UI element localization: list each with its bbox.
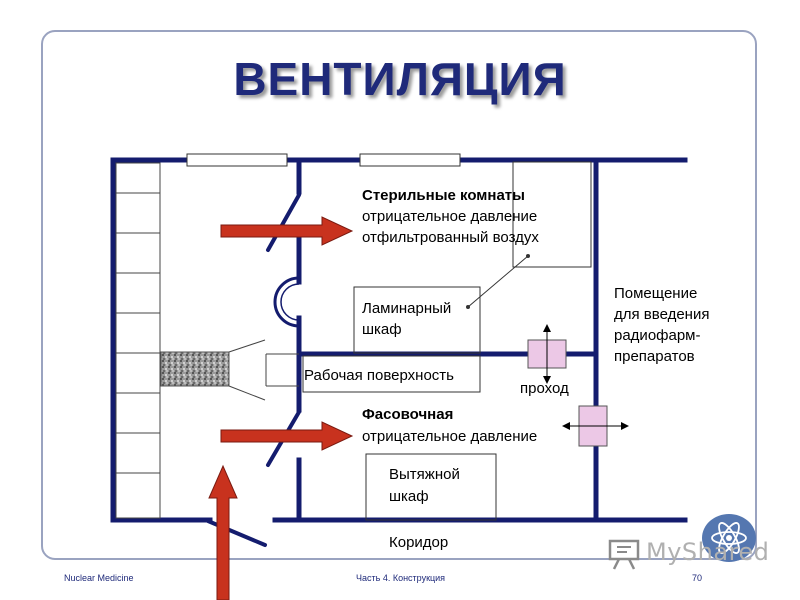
airflow-arrows	[208, 216, 354, 600]
page-number: 70	[692, 573, 703, 583]
airflow-arrow-icon	[208, 464, 238, 600]
footer-center: Часть 4. Конструкция	[356, 573, 446, 583]
radiopharm-line1: Помещение	[614, 285, 698, 302]
shelving-column	[115, 162, 161, 519]
packing-room-line1: отрицательное давление	[362, 428, 538, 445]
door-sterile	[266, 193, 301, 252]
slide-title: ВЕНТИЛЯЦИЯ	[233, 53, 567, 105]
fume-hood-line1: Вытяжной	[389, 466, 460, 483]
airlock-lines	[228, 339, 299, 401]
walls	[110, 157, 688, 523]
radiopharm-line4: препаратов	[614, 348, 695, 365]
airflow-arrow-icon	[220, 216, 354, 246]
sterile-room-title: Стерильные комнаты	[362, 187, 525, 204]
work-surface-label: Рабочая поверхность	[304, 367, 454, 384]
round-door	[273, 276, 300, 328]
fume-hood-box	[365, 453, 497, 521]
sterile-room-line1: отрицательное давление	[362, 208, 538, 225]
window-left	[186, 153, 288, 167]
airflow-arrow-icon	[220, 421, 354, 451]
packing-room-title: Фасовочная	[362, 406, 454, 423]
laminar-cabinet-line1: Ламинарный	[362, 300, 452, 317]
laminar-cabinet-line2: шкаф	[362, 321, 402, 338]
radiopharm-line3: радиофарм-	[614, 327, 701, 344]
leader-line	[467, 255, 529, 308]
filter-block	[160, 351, 230, 387]
corridor-label: Коридор	[389, 534, 449, 551]
fume-hood-line2: шкаф	[389, 488, 429, 505]
laminar-cabinet-box	[353, 286, 481, 354]
sterile-box	[512, 161, 592, 268]
presentation-icon	[607, 537, 643, 576]
leader-dot-2	[526, 254, 530, 258]
work-surface-box	[302, 355, 481, 393]
window-right	[359, 153, 461, 167]
radiopharm-line2: для введения	[614, 306, 710, 323]
watermark-text: MyShared	[646, 538, 770, 566]
atom-logo-icon	[700, 512, 758, 569]
passage-label: проход	[520, 380, 569, 397]
sterile-room-line2: отфильтрованный воздух	[362, 229, 539, 246]
leader-dot-1	[466, 305, 470, 309]
footer-left: Nuclear Medicine	[64, 573, 134, 583]
